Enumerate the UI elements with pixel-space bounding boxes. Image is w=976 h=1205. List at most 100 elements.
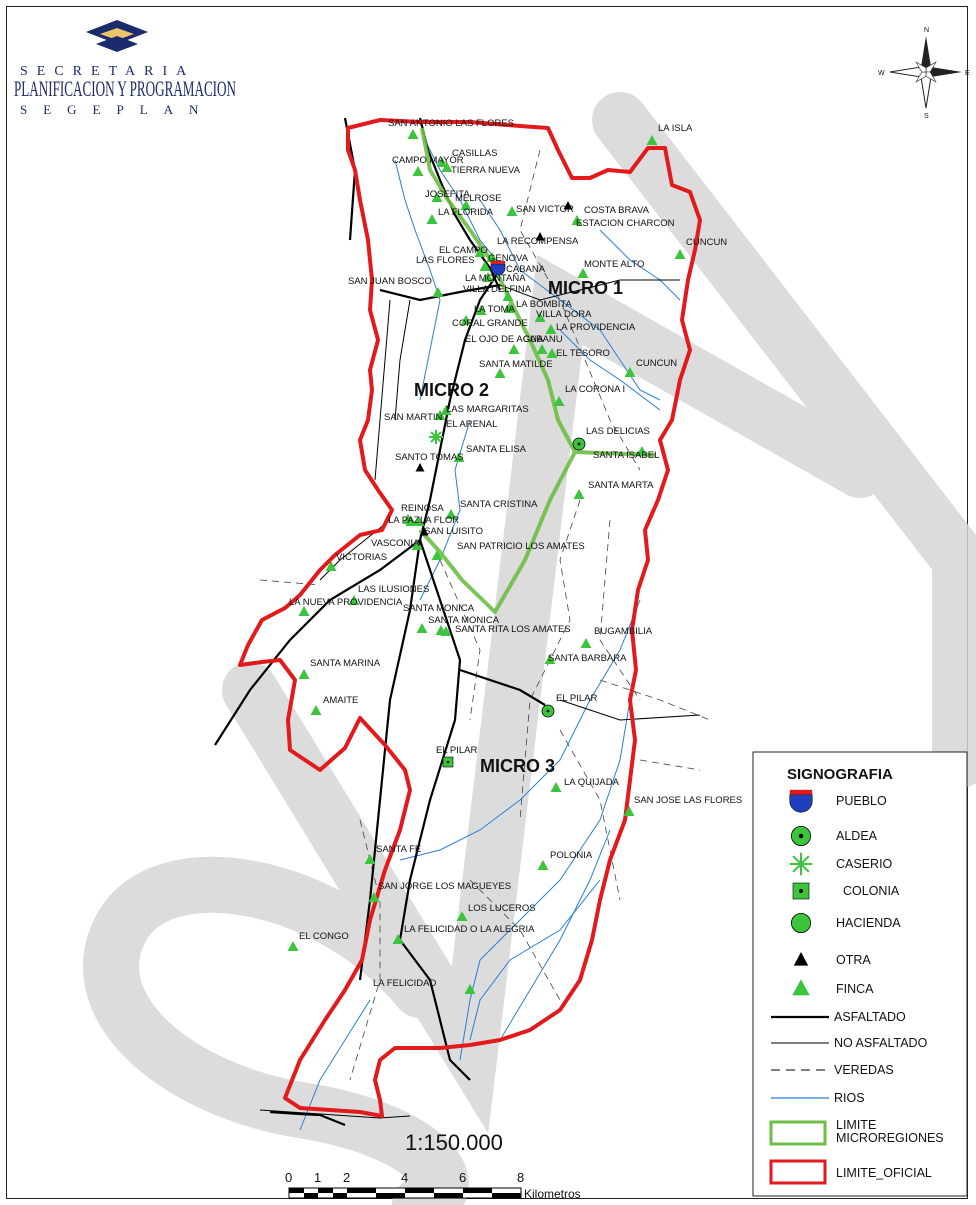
finca-icon <box>434 410 446 420</box>
finca-icon <box>441 162 453 172</box>
region-label-micro-2: MICRO 2 <box>414 380 489 400</box>
finca-icon <box>573 489 585 499</box>
scale-seg-lower <box>304 1193 318 1198</box>
scale-seg-lower <box>434 1193 463 1198</box>
settlement: MONTE ALTO <box>577 259 644 278</box>
finca-icon <box>392 934 404 944</box>
finca-icon <box>348 595 360 605</box>
settlement: LA PROVIDENCIA <box>545 322 636 334</box>
settlement: JOSEFITA <box>425 189 470 202</box>
finca-icon <box>553 396 565 406</box>
finca-icon <box>494 368 506 378</box>
rivers <box>299 139 681 1131</box>
finca-icon <box>310 705 322 715</box>
finca-icon <box>436 157 448 167</box>
settlement: SANTA CRISTINA <box>445 499 538 519</box>
finca-icon <box>624 367 636 377</box>
scale-tick: 8 <box>517 1170 524 1185</box>
settlement: VILLA DELFINA <box>463 284 532 301</box>
settlement: CABANA <box>490 261 546 276</box>
logo-line-secretaria: SECRETARIA <box>20 64 195 79</box>
finca-icon <box>440 626 452 636</box>
settlement: LA FELICIDAD <box>373 978 476 994</box>
pueblo-band <box>491 261 505 264</box>
settlement-label: MONTE ALTO <box>584 259 644 270</box>
settlement-label: SANTA ISABEL <box>593 450 659 461</box>
pueblo-band <box>789 789 813 795</box>
settlement-label: GENOVA <box>488 253 529 264</box>
settlement-label: LA BOMBITA <box>516 299 572 310</box>
settlement-label: REINOSA <box>401 503 444 514</box>
finca-icon <box>364 854 376 864</box>
settlement: LOS LUCEROS <box>456 903 536 921</box>
scale-seg-lower <box>492 1193 521 1198</box>
settlement-label: ESTACION CHARCON <box>576 218 675 229</box>
settlement: SANTA FE <box>364 844 421 864</box>
settlement-label: EL TESORO <box>556 348 610 359</box>
region-label-micro-1: MICRO 1 <box>548 278 623 298</box>
settlement: SAN JOSE LAS FLORES <box>623 795 742 816</box>
settlement: SAN JUAN BOSCO <box>348 276 444 297</box>
settlement-label: LA FLOR <box>420 515 459 526</box>
finca-icon <box>431 192 443 202</box>
settlement: VASCONIA <box>371 538 423 550</box>
compass-e: E <box>965 70 970 77</box>
settlement-label: BUGAMBILIA <box>594 626 653 637</box>
settlement: EL PILAR <box>541 693 598 718</box>
settlement: CAMPO MAYOR <box>392 155 464 176</box>
finca-icon <box>479 261 491 271</box>
finca-icon <box>440 405 452 415</box>
scale-seg-upper <box>463 1188 492 1193</box>
legend-label-line1: LIMITE <box>836 1118 876 1132</box>
settlement-label: CAMPO MAYOR <box>392 155 464 166</box>
limite-oficial <box>238 118 702 1118</box>
settlement-label: LAS ILUSIONES <box>358 584 429 595</box>
settlement: EL ARENAL <box>429 419 497 444</box>
legend-label: COLONIA <box>843 884 900 898</box>
scale-tick: 0 <box>285 1170 292 1185</box>
finca-icon <box>456 911 468 921</box>
otra-icon <box>563 201 573 210</box>
finca-icon <box>325 561 337 571</box>
settlement-label: SAN PATRICIO LOS AMATES <box>457 541 585 552</box>
settlement: EL OJO DE AGUA <box>465 334 544 354</box>
finca-icon <box>475 305 487 315</box>
settlement: EL TESORO <box>546 348 610 359</box>
finca-icon <box>474 247 486 257</box>
settlement: EL PILAR <box>436 745 478 768</box>
settlement-label: SANTA CRISTINA <box>460 499 538 510</box>
settlement-label: LA PAZ <box>388 515 420 526</box>
settlement: CORAL GRANDE <box>452 315 528 329</box>
settlement-label: CABANU <box>523 334 563 345</box>
settlement: LA MONTAÑA <box>465 272 526 284</box>
scale-seg-lower <box>376 1193 405 1198</box>
settlement: SAN LUISITO <box>419 526 483 537</box>
settlement-label: LA MONTAÑA <box>465 273 526 284</box>
legend-box-micro <box>769 1120 827 1146</box>
settlement: SAN VICTOR <box>506 204 574 216</box>
settlement: GENOVA <box>486 252 529 264</box>
finca-icon <box>636 446 648 456</box>
settlement: EL CONGO <box>287 931 349 951</box>
pueblo-icon <box>490 263 506 276</box>
finca-icon <box>411 540 423 550</box>
settlement-label: EL CAMPO <box>439 245 488 256</box>
compass-s: S <box>924 113 929 120</box>
finca-icon <box>623 806 635 816</box>
settlement-label: EL PILAR <box>436 745 478 756</box>
finca-icon <box>298 669 310 679</box>
settlement-label: LAS MARGARITAS <box>446 404 529 415</box>
settlement-label: MELROSE <box>455 193 501 204</box>
settlement: CABANU <box>523 334 563 354</box>
settlement: SAN JORGE LOS MAGUEYES <box>368 881 511 902</box>
settlement-label: VILLA DELFINA <box>463 284 532 295</box>
scale-seg-upper <box>347 1188 376 1193</box>
legend-item-no-asfaltado: NO ASFALTADO <box>771 1036 928 1050</box>
scale-seg-upper <box>405 1188 434 1193</box>
legend-label: LIMITE_OFICIAL <box>836 1166 932 1180</box>
aldea-dot <box>798 833 804 839</box>
finca-icon <box>506 206 518 216</box>
settlement: LA BOMBITA <box>503 299 572 313</box>
scale-tick: 2 <box>343 1170 350 1185</box>
